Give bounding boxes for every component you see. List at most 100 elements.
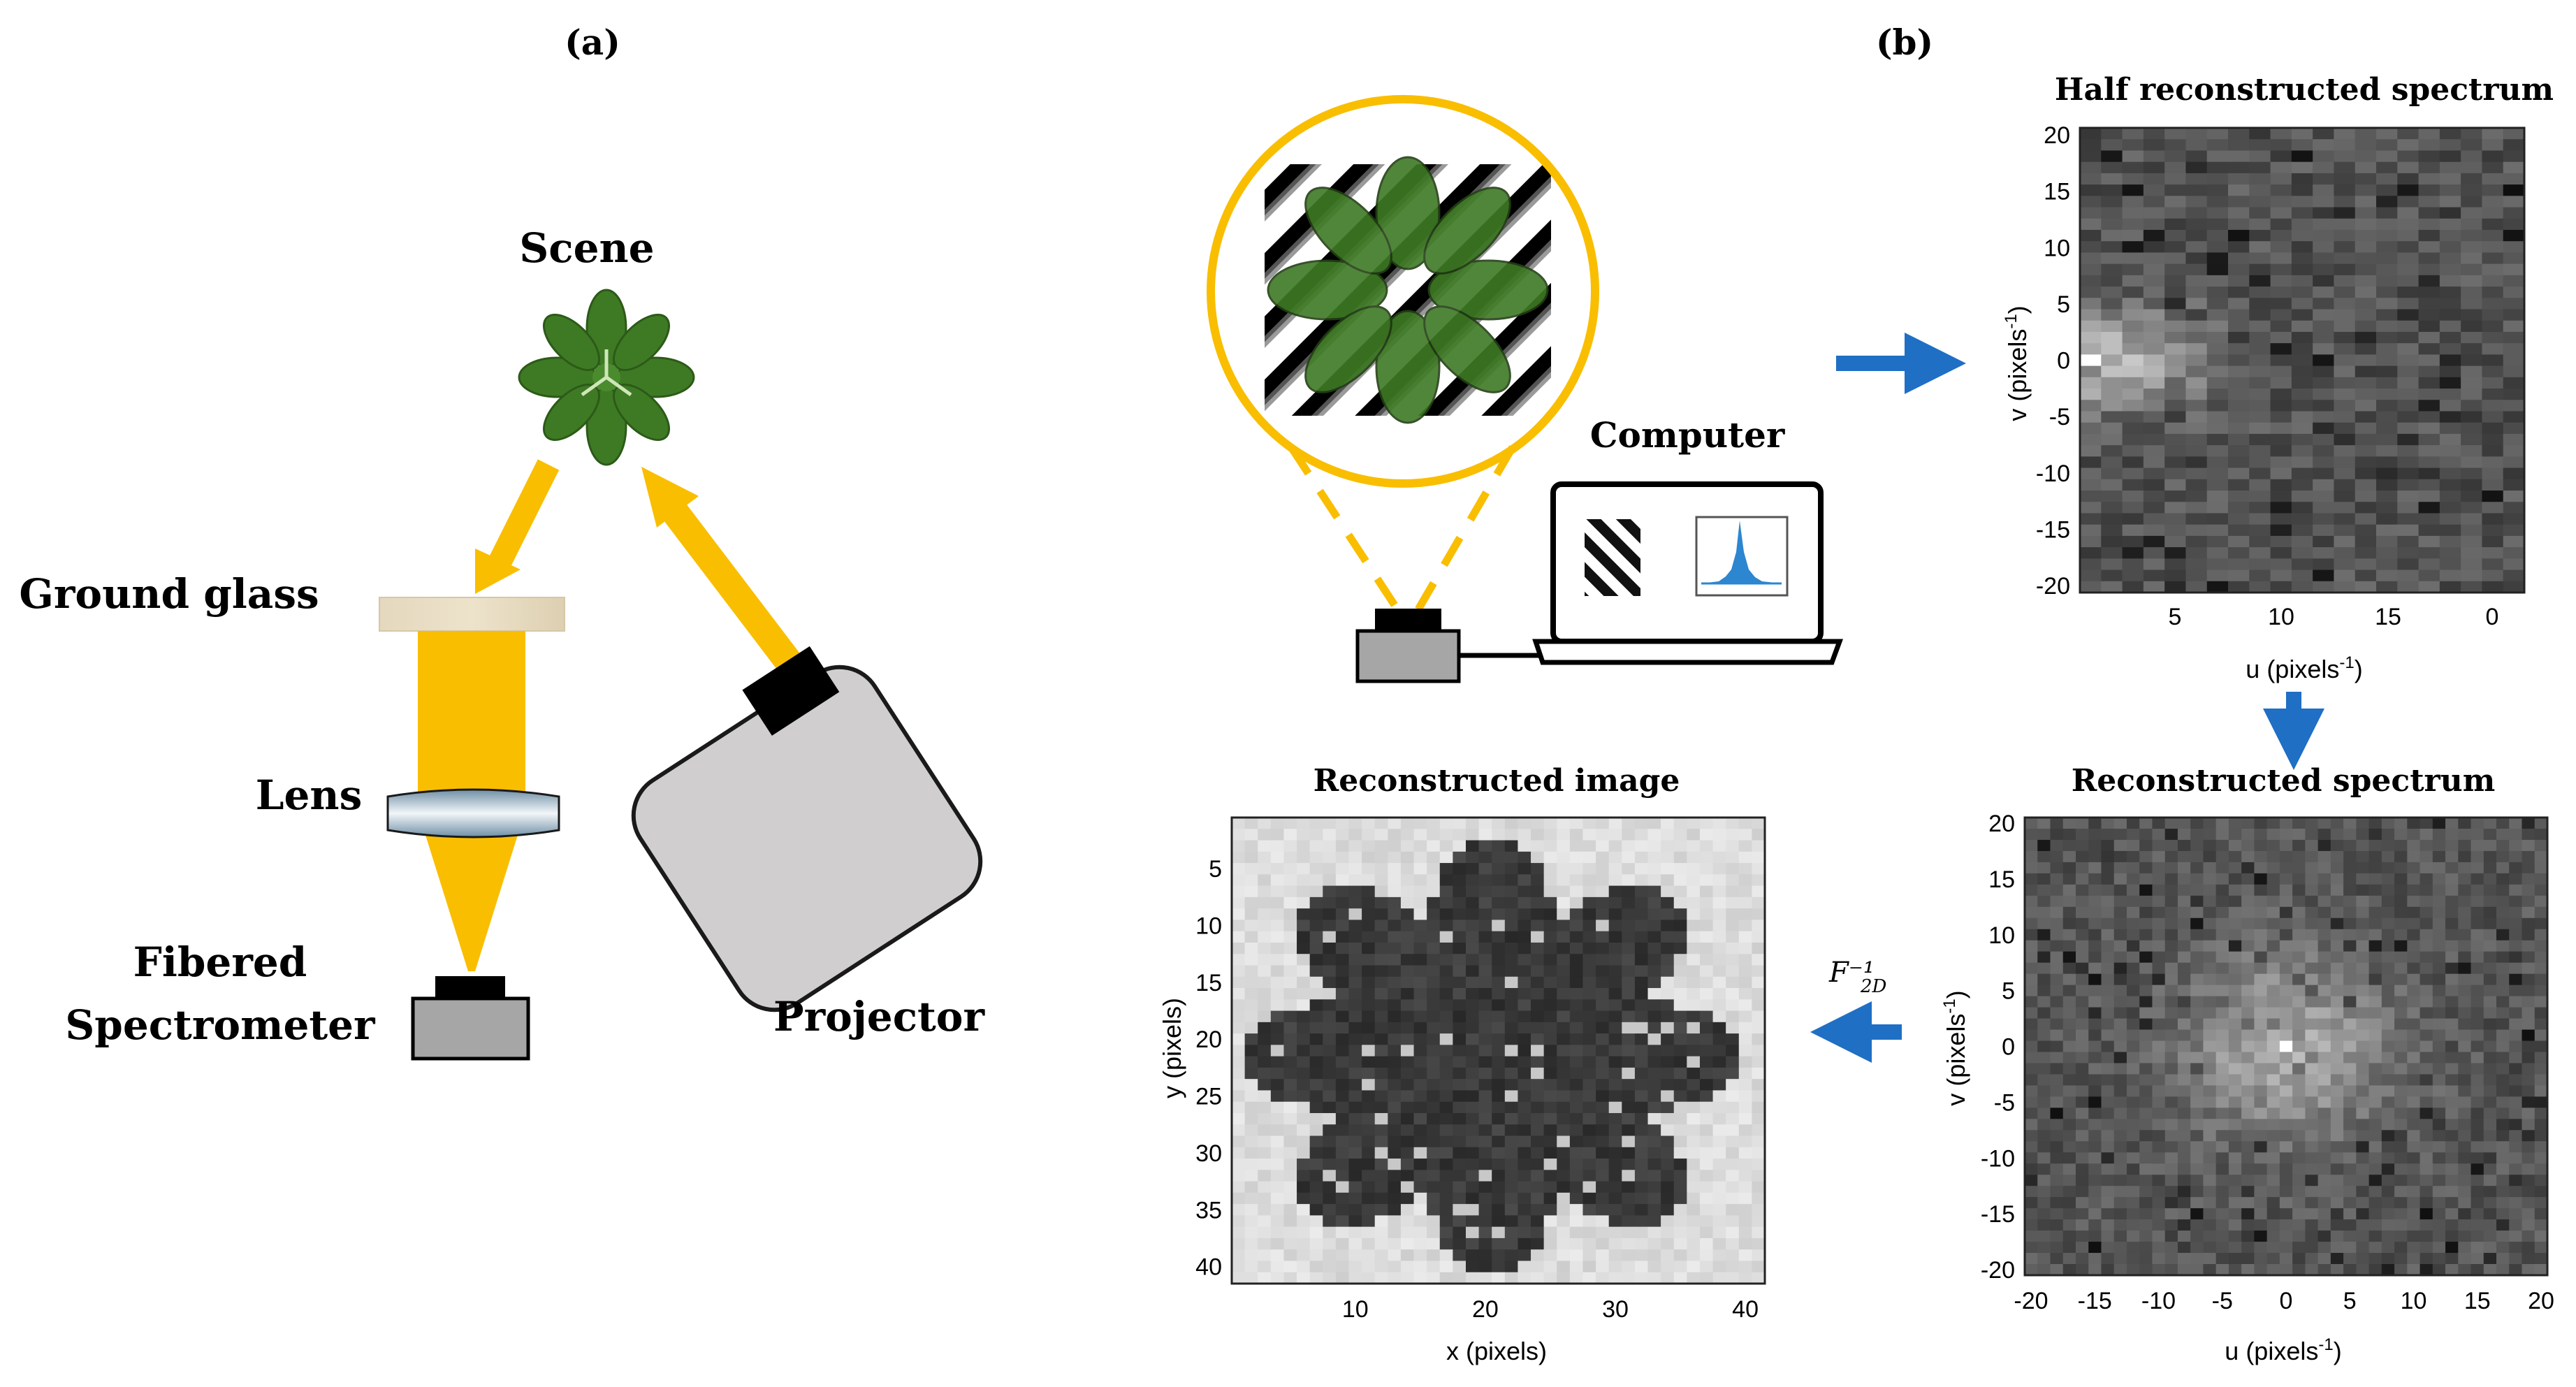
image-pixel	[1699, 1056, 1714, 1068]
full-spectrum-cell	[2368, 1186, 2382, 1198]
image-pixel	[1348, 1249, 1362, 1262]
image-pixel	[1596, 1010, 1610, 1023]
full-spectrum-cell	[2317, 940, 2331, 952]
image-pixel	[1478, 1056, 1492, 1068]
full-spectrum-cell	[2407, 1108, 2421, 1119]
full-spectrum-cell	[2458, 906, 2472, 919]
full-spectrum-cell	[2152, 1163, 2166, 1175]
full-spectrum-cell	[2215, 1063, 2229, 1075]
image-pixel	[1453, 1181, 1467, 1193]
image-pixel	[1478, 1204, 1492, 1216]
image-pixel	[1712, 988, 1726, 1000]
image-pixel	[1362, 1101, 1376, 1114]
full-spectrum-cell	[2266, 873, 2280, 885]
half-spectrum-cell	[2143, 354, 2165, 367]
image-pixel	[1752, 1272, 1766, 1284]
full-spectrum-cell	[2139, 1040, 2153, 1053]
image-pixel	[1374, 1079, 1388, 1091]
full-spectrum-cell	[2101, 1096, 2115, 1108]
image-pixel	[1465, 999, 1480, 1012]
half-spectrum-cell	[2206, 411, 2229, 423]
full-spectrum-cell	[2279, 1063, 2293, 1075]
image-pixel	[1504, 931, 1519, 943]
full-spectrum-cell	[2254, 1029, 2268, 1042]
image-pixel	[1557, 1033, 1571, 1045]
full-spectrum-cell	[2266, 1085, 2280, 1097]
full-spectrum-cell	[2522, 1085, 2535, 1097]
half-spectrum-cell	[2439, 377, 2461, 389]
full-spectrum-cell	[2445, 1264, 2459, 1276]
full-spectrum-cell	[2292, 1108, 2306, 1119]
full-spectrum-cell	[2458, 850, 2472, 863]
full-spectrum-cell	[2215, 1130, 2229, 1142]
image-pixel	[1258, 1135, 1272, 1148]
image-pixel	[1504, 976, 1519, 989]
image-pixel	[1362, 920, 1376, 932]
full-spectrum-ytick: 15	[1988, 866, 2015, 893]
full-spectrum-cell	[2050, 1063, 2064, 1075]
full-spectrum-cell	[2522, 1096, 2535, 1108]
image-pixel	[1738, 1170, 1752, 1182]
full-spectrum-cell	[2445, 951, 2459, 964]
full-spectrum-cell	[2522, 962, 2535, 975]
image-pixel	[1374, 840, 1388, 852]
full-spectrum-cell	[2522, 839, 2535, 852]
full-spectrum-cell	[2203, 1096, 2217, 1108]
half-spectrum-cell	[2461, 558, 2483, 571]
full-spectrum-cell	[2113, 929, 2127, 941]
full-spectrum-cell	[2203, 1219, 2217, 1231]
full-spectrum-cell	[2483, 996, 2497, 1008]
full-spectrum-cell	[2241, 862, 2255, 874]
full-spectrum-cell	[2343, 1018, 2357, 1031]
image-pixel	[1518, 1056, 1531, 1068]
full-spectrum-cell	[2419, 862, 2433, 874]
full-spectrum-cell	[2522, 951, 2535, 964]
image-pixel	[1738, 908, 1752, 921]
image-pixel	[1413, 1159, 1427, 1170]
half-spectrum-cell	[2080, 331, 2102, 344]
full-spectrum-cell	[2025, 873, 2038, 885]
image-pixel	[1309, 999, 1323, 1012]
image-pixel	[1608, 1181, 1622, 1193]
half-spectrum-cell	[2185, 479, 2208, 491]
image-pixel	[1699, 818, 1714, 829]
full-spectrum-cell	[2292, 985, 2306, 997]
full-spectrum-cell	[2534, 1096, 2548, 1108]
image-pixel	[1413, 1124, 1427, 1137]
full-spectrum-cell	[2037, 973, 2051, 986]
image-pixel	[1518, 829, 1531, 841]
image-pixel	[1374, 1101, 1388, 1114]
image-pixel	[1453, 874, 1467, 887]
full-spectrum-cell	[2139, 1253, 2153, 1265]
image-pixel	[1492, 1159, 1506, 1170]
half-spectrum-cell	[2482, 524, 2504, 537]
half-spectrum-cell	[2270, 581, 2292, 593]
full-spectrum-cell	[2241, 973, 2255, 986]
half-spectrum-cell	[2376, 400, 2398, 412]
full-spectrum-cell	[2343, 1264, 2357, 1276]
half-spectrum-cell	[2461, 524, 2483, 537]
full-spectrum-cell	[2534, 917, 2548, 930]
image-pixel	[1348, 1181, 1362, 1193]
image-pixel	[1439, 1045, 1453, 1057]
image-pixel	[1413, 1010, 1427, 1023]
full-spectrum-cell	[2101, 940, 2115, 952]
image-pixel	[1673, 1159, 1687, 1170]
full-spectrum-cell	[2407, 962, 2421, 975]
image-pixel	[1492, 1124, 1506, 1137]
full-spectrum-cell	[2266, 1152, 2280, 1164]
half-spectrum-cell	[2206, 252, 2229, 265]
full-spectrum-cell	[2075, 996, 2089, 1008]
half-spectrum-cell	[2164, 331, 2187, 344]
image-pixel	[1453, 965, 1467, 978]
half-spectrum-cell	[2439, 388, 2461, 400]
half-spectrum-plot	[2080, 128, 2525, 593]
image-pixel	[1557, 1215, 1571, 1228]
full-spectrum-cell	[2330, 1007, 2344, 1019]
image-pixel	[1582, 1237, 1596, 1250]
full-spectrum-cell	[2177, 973, 2191, 986]
image-pixel	[1582, 1090, 1596, 1103]
half-spectrum-cell	[2503, 161, 2525, 174]
full-spectrum-cell	[2394, 1029, 2408, 1042]
full-spectrum-cell	[2266, 1119, 2280, 1131]
